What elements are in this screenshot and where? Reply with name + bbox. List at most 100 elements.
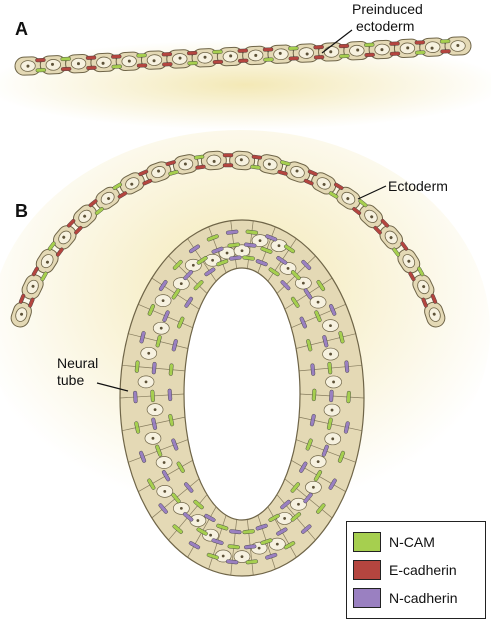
junction: [414, 40, 426, 55]
adhesion-bar: [242, 255, 255, 261]
nucleolus: [163, 489, 167, 493]
junction: [47, 241, 64, 257]
adhesion-marker: [380, 218, 390, 228]
nucleolus: [45, 260, 49, 264]
adhesion-marker: [303, 178, 314, 186]
junction: [421, 293, 438, 308]
adhesion-bar: [204, 513, 216, 522]
cell: [166, 49, 194, 69]
adhesion-bar: [216, 523, 229, 531]
adhesion-bar: [151, 361, 157, 375]
nucleolus: [316, 460, 320, 464]
adhesion-marker: [265, 234, 278, 242]
adhesion-marker: [212, 49, 223, 54]
junction: [392, 241, 409, 257]
adhesion-bar: [280, 499, 291, 510]
nucleolus: [179, 282, 183, 286]
junction: [277, 160, 291, 176]
adhesion-marker: [288, 46, 299, 51]
adhesion-marker: [184, 296, 194, 308]
adhesion-bar: [321, 444, 329, 457]
nucleolus: [305, 52, 309, 56]
preinduced-ectoderm-layer: [14, 36, 472, 76]
nucleolus: [26, 64, 30, 68]
cell: [284, 161, 311, 183]
nucleolus: [203, 55, 207, 59]
adhesion-bar: [211, 246, 224, 254]
adhesion-marker: [299, 461, 308, 473]
cell: [368, 39, 396, 60]
adhesion-marker: [309, 414, 316, 427]
adhesion-marker: [168, 169, 179, 176]
adhesion-marker: [290, 296, 300, 308]
adhesion-marker: [313, 470, 323, 482]
nucleolus: [239, 158, 243, 162]
adhesion-marker: [196, 527, 208, 536]
adhesion-marker: [155, 335, 162, 348]
adhesion-marker: [117, 191, 128, 199]
adhesion-bar: [327, 361, 333, 375]
nucleolus: [283, 517, 287, 520]
nucleolus: [432, 312, 436, 316]
nucleolus: [144, 380, 148, 384]
adhesion-bar: [303, 492, 313, 504]
junction: [111, 54, 122, 69]
adhesion-marker: [139, 450, 147, 463]
adhesion-marker: [280, 499, 291, 510]
adhesion-bar: [162, 310, 170, 323]
adhesion-marker: [186, 50, 198, 56]
adhesion-marker: [339, 53, 350, 59]
adhesion-marker: [112, 182, 122, 190]
adhesion-bar: [284, 244, 296, 254]
adhesion-bar: [171, 438, 179, 451]
adhesion-bar: [150, 389, 155, 403]
cell: [115, 51, 143, 71]
junction: [165, 160, 179, 176]
adhesion-marker: [255, 523, 268, 531]
adhesion-marker: [47, 241, 56, 251]
adhesion-marker: [229, 255, 242, 261]
ectoderm-arc-layer: [10, 150, 446, 328]
adhesion-bar: [316, 280, 326, 292]
adhesion-marker: [280, 280, 291, 291]
adhesion-marker: [142, 178, 153, 186]
adhesion-bar: [255, 259, 268, 267]
adhesion-bar: [301, 524, 312, 534]
nucleolus: [331, 437, 335, 441]
leader-neural-tube: [96, 382, 129, 392]
nucleolus: [107, 197, 111, 201]
adhesion-marker: [299, 316, 307, 329]
cell: [393, 38, 421, 59]
nucleolus: [130, 182, 134, 186]
adhesion-bar: [193, 280, 204, 291]
junction: [338, 43, 350, 59]
adhesion-marker: [28, 297, 35, 308]
junction: [352, 199, 368, 216]
adhesion-bar: [260, 246, 273, 254]
adhesion-marker: [134, 360, 140, 373]
adhesion-marker: [389, 51, 401, 56]
adhesion-bar: [322, 335, 329, 348]
adhesion-marker: [196, 256, 208, 265]
adhesion-bar: [268, 513, 280, 522]
cell: [145, 161, 172, 183]
nucleolus: [267, 162, 271, 166]
legend-swatch-ecadherin: [353, 560, 381, 580]
adhesion-bar: [311, 388, 317, 402]
nucleolus: [329, 324, 332, 327]
adhesion-marker: [408, 271, 416, 282]
adhesion-marker: [31, 266, 39, 277]
adhesion-bar: [306, 339, 313, 352]
adhesion-marker: [204, 267, 216, 277]
nucleolus: [20, 312, 24, 316]
adhesion-bar: [338, 331, 345, 344]
adhesion-marker: [352, 207, 362, 216]
junction: [288, 46, 299, 61]
adhesion-marker: [111, 54, 122, 59]
adhesion-bar: [280, 280, 291, 291]
adhesion-bar: [193, 499, 204, 510]
adhesion-bar: [147, 304, 155, 316]
nucleolus: [297, 502, 300, 506]
adhesion-marker: [204, 513, 216, 522]
